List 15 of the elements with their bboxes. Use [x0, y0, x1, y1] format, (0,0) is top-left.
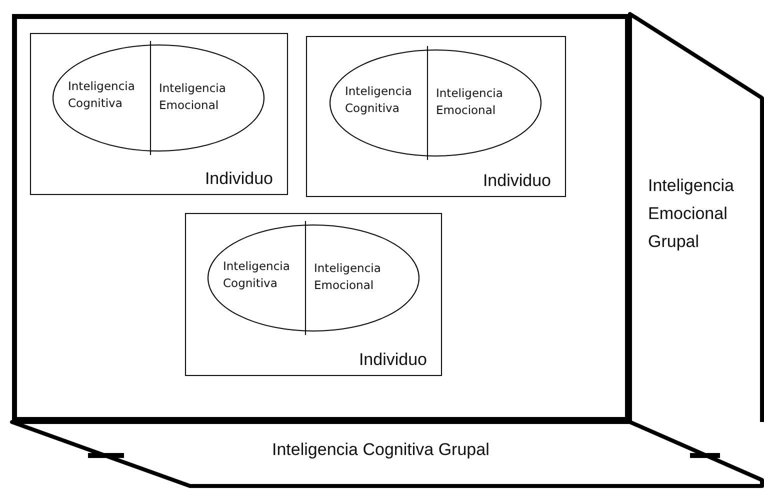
half-label: Inteligencia Emocional — [159, 80, 227, 114]
individual-box — [306, 36, 566, 197]
intelligence-ellipse — [329, 49, 542, 157]
half-label: Inteligencia Emocional — [436, 85, 504, 119]
intelligence-ellipse — [207, 224, 420, 332]
intelligence-ellipse — [52, 44, 265, 152]
half-label: Inteligencia Cognitiva — [68, 78, 136, 112]
half-label: Inteligencia Emocional — [314, 260, 382, 294]
half-label: Inteligencia Cognitiva — [345, 83, 413, 117]
individual-label: Individuo — [204, 169, 273, 189]
half-label: Inteligencia Cognitiva — [223, 258, 291, 292]
individual-box — [30, 33, 288, 195]
individual-label: Individuo — [482, 171, 551, 191]
individual-box — [185, 213, 442, 376]
individual-label: Individuo — [358, 350, 427, 370]
